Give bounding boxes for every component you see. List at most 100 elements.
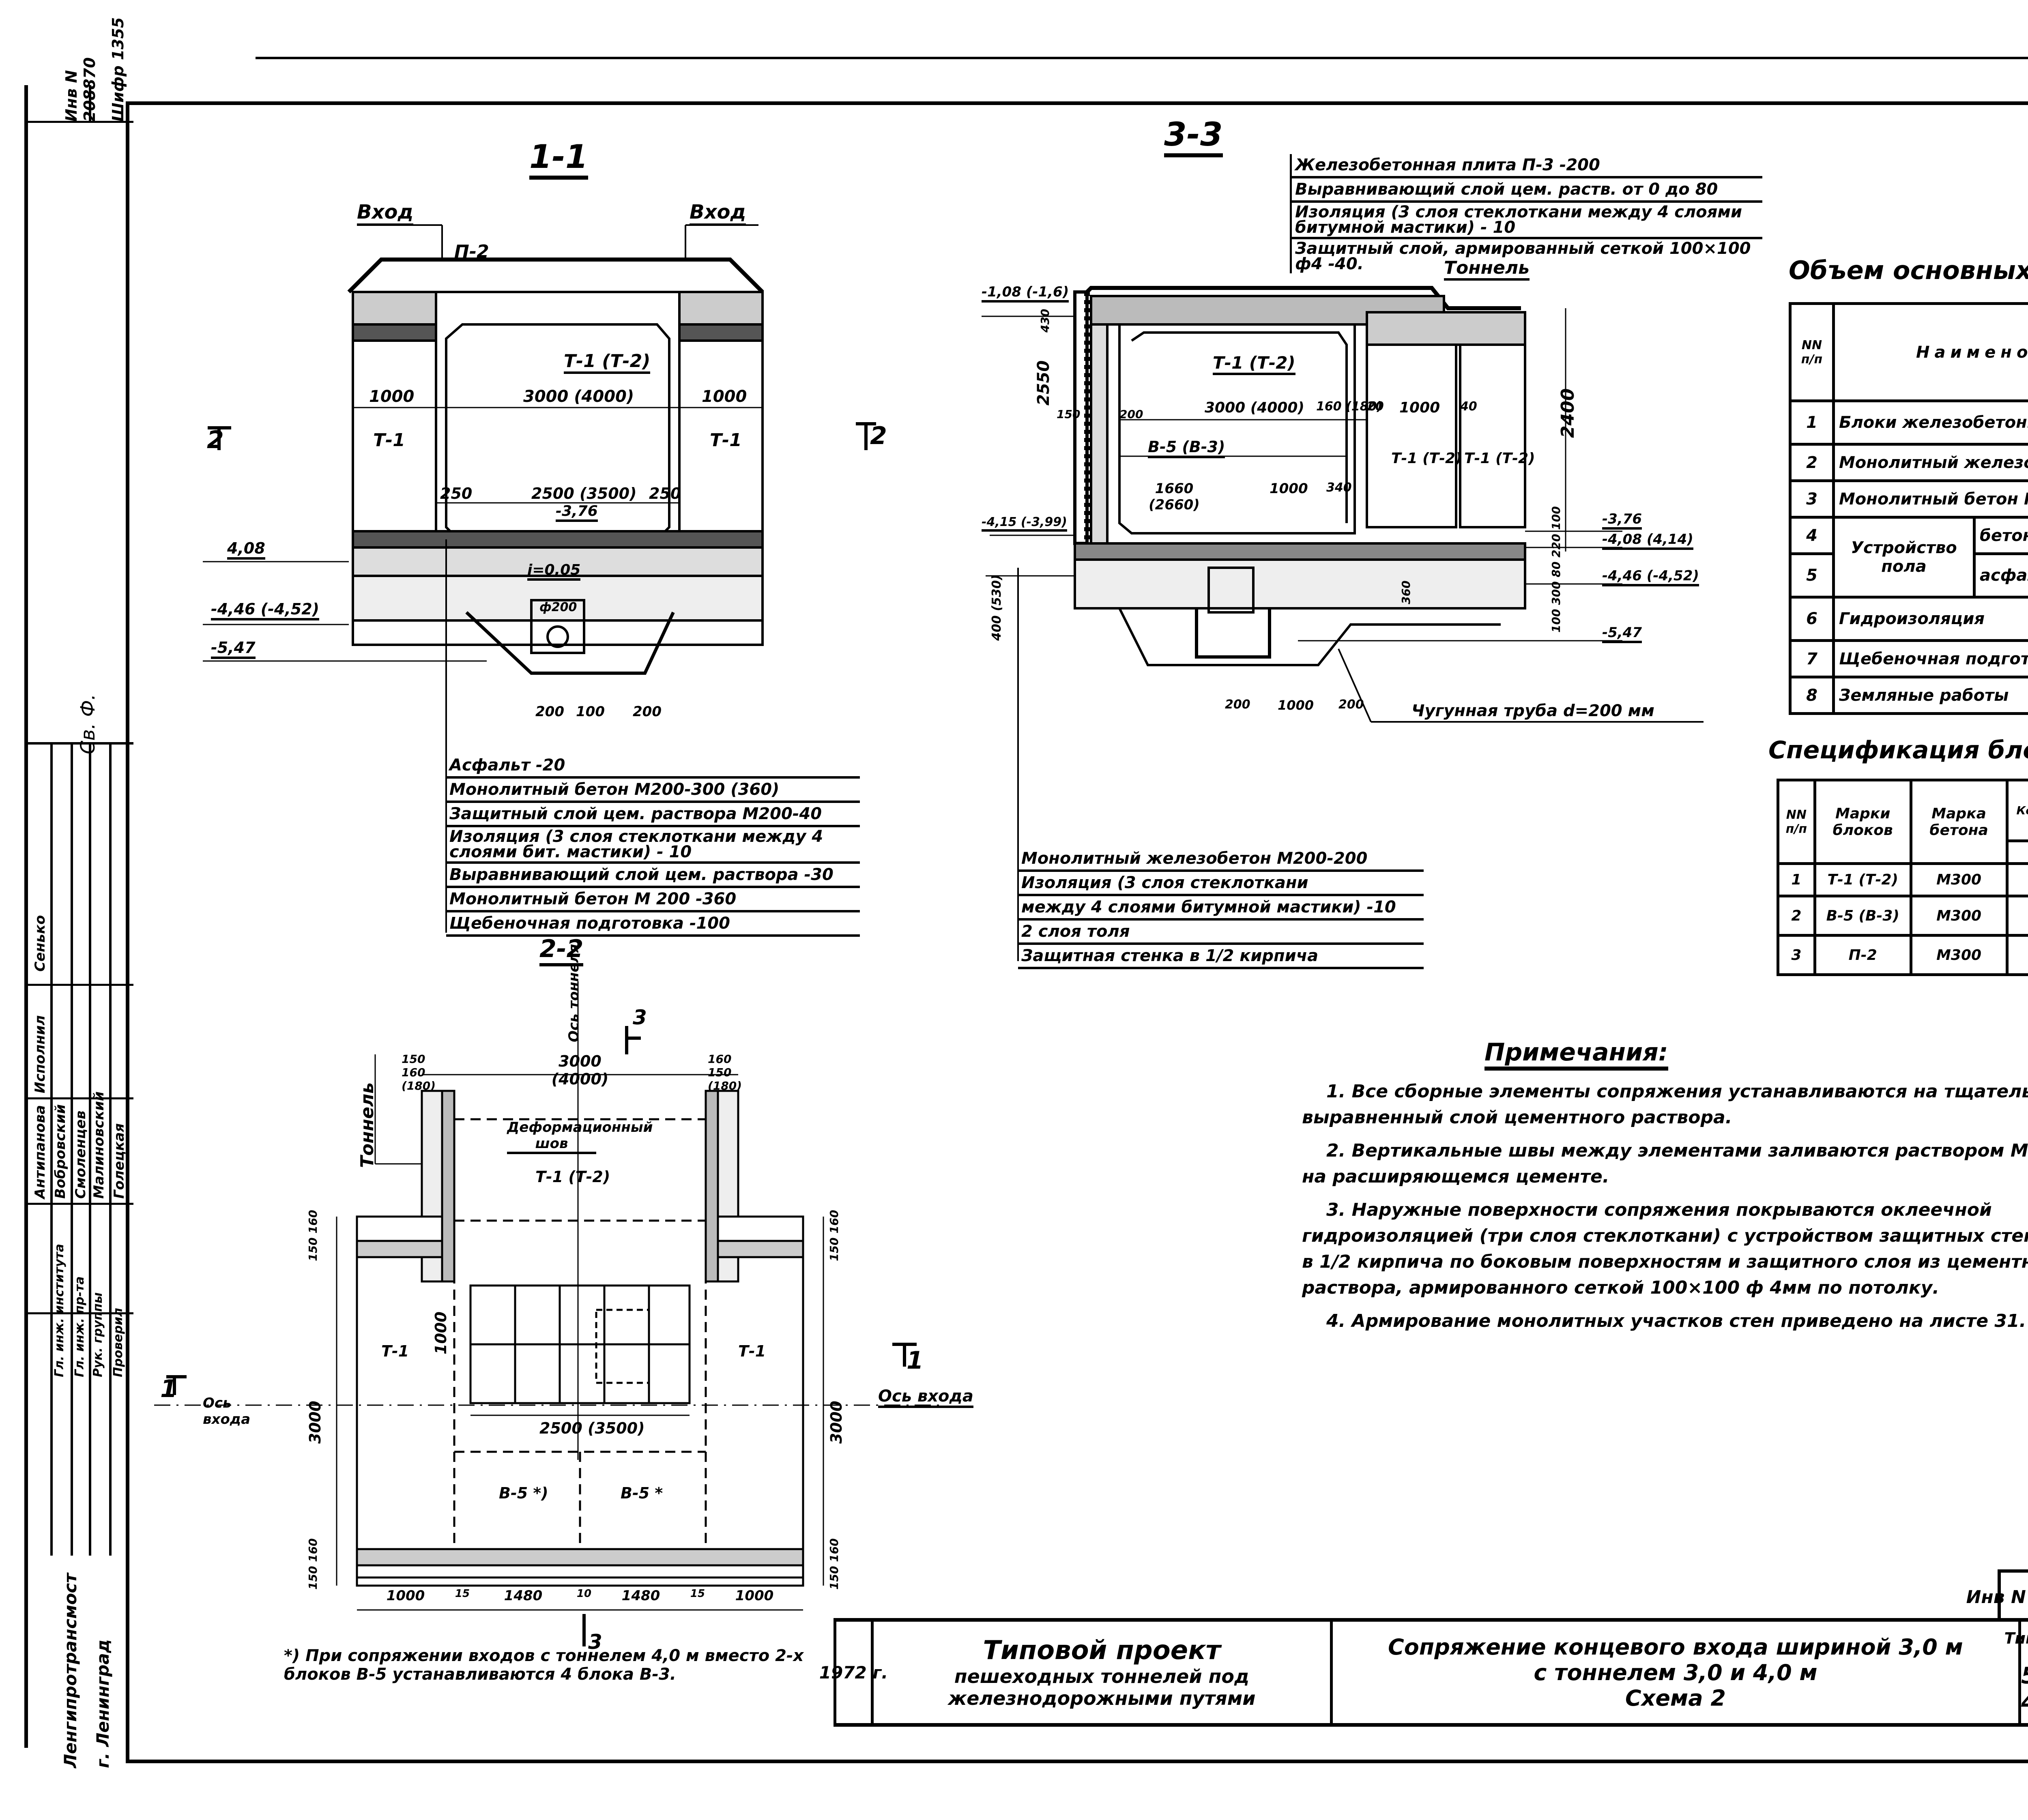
layer-row: Монолитный бетон М 200 -360 <box>446 888 860 912</box>
dim-200: 200 <box>1119 408 1143 421</box>
notes-title: Примечания: <box>1484 1038 1668 1071</box>
level-4-46: -4,46 (-4,52) <box>211 600 320 620</box>
type-project-label: Типовой проект <box>2004 1629 2028 1647</box>
section-3-3-title: 3-3 <box>1164 116 1223 157</box>
title-project-line3: железнодорожными путями <box>948 1687 1256 1709</box>
title-drawing-line2: с тоннелем 3,0 и 4,0 м <box>1534 1659 1817 1685</box>
type-project-code: 501-0-41 <box>2021 1663 2028 1715</box>
cell-name: Земляные работы <box>1832 676 2028 715</box>
label-t1-t2-right-1: Т-1 (Т-2) <box>1391 450 1462 467</box>
cell-name: Щебеночная подготовка <box>1832 639 2028 678</box>
divider <box>28 1312 133 1314</box>
dim-1000-left: 1000 <box>369 387 415 406</box>
inventory-stamp-text: Инв N 9421I-29 <box>1966 1586 2028 1608</box>
level-5-47: -5,47 <box>211 639 256 659</box>
blocks-row: 1 Т-1 (Т-2) М300 1 2,5 (3,62) 2,5 (3,62)… <box>1777 862 2028 897</box>
section-1-1-layer-legend: Асфальт -20 Монолитный бетон М200-300 (3… <box>446 754 860 937</box>
title-year: 1972 г. <box>819 1662 888 1683</box>
dim-bottom-100: 100 <box>576 704 605 720</box>
signature-grid: Сенько Исполнил Антипанова Вобровский См… <box>28 742 133 1556</box>
label-b5-b3: В-5 (В-3) <box>1148 438 1225 458</box>
cell-n: 1 <box>1777 862 1816 897</box>
dim-bottom-200-3-3-right: 200 <box>1338 698 1364 712</box>
section-2-2-title: 2-2 <box>539 935 584 966</box>
level-3-76: -3,76 <box>556 503 598 522</box>
label-cast-iron-pipe: Чугунная труба d=200 мм <box>1411 702 1654 720</box>
title-drawing-line1: Сопряжение концевого входа шириной 3,0 м <box>1388 1634 1963 1660</box>
blocks-header-mark: Марки блоков <box>1813 779 1912 865</box>
dim-1000b: 1000 <box>1270 481 1308 497</box>
cell-concrete: М300 <box>1909 934 2009 976</box>
dim-bottom-1000-3-3: 1000 <box>1278 698 1314 713</box>
note-item: 1. Все сборные элементы сопряжения устан… <box>1302 1081 2028 1128</box>
level-4-08: 4,08 <box>227 539 265 560</box>
dim-left-stack-bottom: 150 160 <box>306 1538 320 1590</box>
label-b5-right: В-5 * <box>621 1484 663 1502</box>
layer-row: Железобетонная плита П-3 -200 <box>1292 154 1762 178</box>
dim-20: 20 <box>1367 399 1384 414</box>
dim-right-stack-top: 150 160 <box>827 1210 841 1261</box>
dim-40: 40 <box>1460 399 1477 414</box>
layer-row: между 4 слоями битумной мастики) -10 <box>1018 896 1424 921</box>
layer-row: Защитная стенка в 1/2 кирпича <box>1018 945 1424 969</box>
label-axis-entrance-right: Ось входа <box>878 1387 973 1408</box>
title-type-project-cell: Типовой проект 501-0-41 <box>2004 1622 2028 1723</box>
works-row: 7 Щебеночная подготовка м³ 2,2 (5,4) <box>1789 639 2028 678</box>
layer-row: Выравнивающий слой цем. раствора -30 <box>446 864 860 888</box>
dim: 15 <box>455 1588 470 1600</box>
level-4-46-right: -4,46 (-4,52) <box>1602 568 1699 586</box>
cell-n: 4 <box>1789 516 1835 555</box>
section-marker-3-top: 3 <box>633 1006 647 1029</box>
divider <box>28 984 133 986</box>
section-marker-2: 2 <box>207 426 224 454</box>
label-tunnel-plan: Тоннель <box>357 1082 378 1168</box>
label-slope: i=0,05 <box>527 562 581 581</box>
title-drawing-cell: Сопряжение концевого входа шириной 3,0 м… <box>1333 1622 2021 1723</box>
dim-1000-3-3: 1000 <box>1399 399 1440 416</box>
divider <box>89 745 91 1556</box>
label-b5-left: В-5 *) <box>499 1484 548 1502</box>
label-t1-left-plan: Т-1 <box>381 1342 409 1360</box>
cell-concrete: М300 <box>1909 862 2009 897</box>
layer-row: Защитный слой, армированный сеткой 100×1… <box>1295 239 1751 273</box>
cell-count: 2 (4) <box>2005 895 2028 937</box>
dim-2500-plan: 2500 (3500) <box>539 1419 645 1437</box>
dim-top-right-2-2: 160 150 (180) <box>708 1052 742 1092</box>
label-tunnel-axis: Ось тоннеля <box>566 944 582 1042</box>
dim-3000-left-plan: 3000 <box>306 1401 324 1444</box>
dim: 1000 <box>735 1588 774 1604</box>
label-pipe-diameter: ф200 <box>539 600 577 614</box>
title-project-cell: Типовой проект пешеходных тоннелей под ж… <box>874 1622 1333 1723</box>
label-tunnel: Тоннель <box>1444 258 1530 281</box>
layer-row: Щебеночная подготовка -100 <box>446 912 860 937</box>
dim: 10 <box>576 1588 592 1600</box>
title-year-cell: 1972 г. <box>819 1622 888 1723</box>
dim-bottom-200-left: 200 <box>535 704 564 720</box>
layer-row: Монолитный бетон М200-300 (360) <box>446 779 860 803</box>
label-axis-entrance-left: Ось входа <box>203 1395 251 1427</box>
cell-name: асфальт <box>1973 552 2028 599</box>
cell-name: Монолитный бетон М200 <box>1832 479 2028 519</box>
dim-right-stack-bottom: 150 160 <box>827 1538 841 1590</box>
layer-row: Изоляция (3 слоя стеклоткани между 4 сло… <box>446 827 860 864</box>
section-3-3-bottom-layers: Монолитный железобетон М200-200 Изоляция… <box>1018 848 1424 969</box>
cell-n: 7 <box>1789 639 1835 678</box>
notes-list: 1. Все сборные элементы сопряжения устан… <box>1302 1079 2028 1341</box>
dim-3000-right-plan: 3000 <box>827 1401 845 1444</box>
dim-250-right: 250 <box>649 485 681 502</box>
level-3-76-right: -3,76 <box>1602 511 1642 530</box>
inventory-stamp: Инв N 9421I-29 <box>1966 1569 2028 1621</box>
label-t1-left: Т-1 <box>373 430 405 451</box>
layer-row: Изоляция (3 слоя стеклоткани между 4 сло… <box>1292 203 1762 239</box>
dim-340: 340 <box>1326 481 1352 495</box>
drawing-frame <box>126 101 2028 1763</box>
label-entrance-right: Вход <box>690 201 746 226</box>
dim-250-left: 250 <box>440 485 473 502</box>
section-marker-1-right: 1 <box>907 1346 924 1375</box>
cell-mark: В-5 (В-3) <box>1813 895 1912 937</box>
blocks-table: NN п/п Марки блоков Марка бетона Количес… <box>1777 779 2028 976</box>
cell-mark: П-2 <box>1813 934 1912 976</box>
level-1-08: -1,08 (-1,6) <box>982 284 1069 303</box>
cell-group: Устройство пола <box>1832 516 1976 599</box>
